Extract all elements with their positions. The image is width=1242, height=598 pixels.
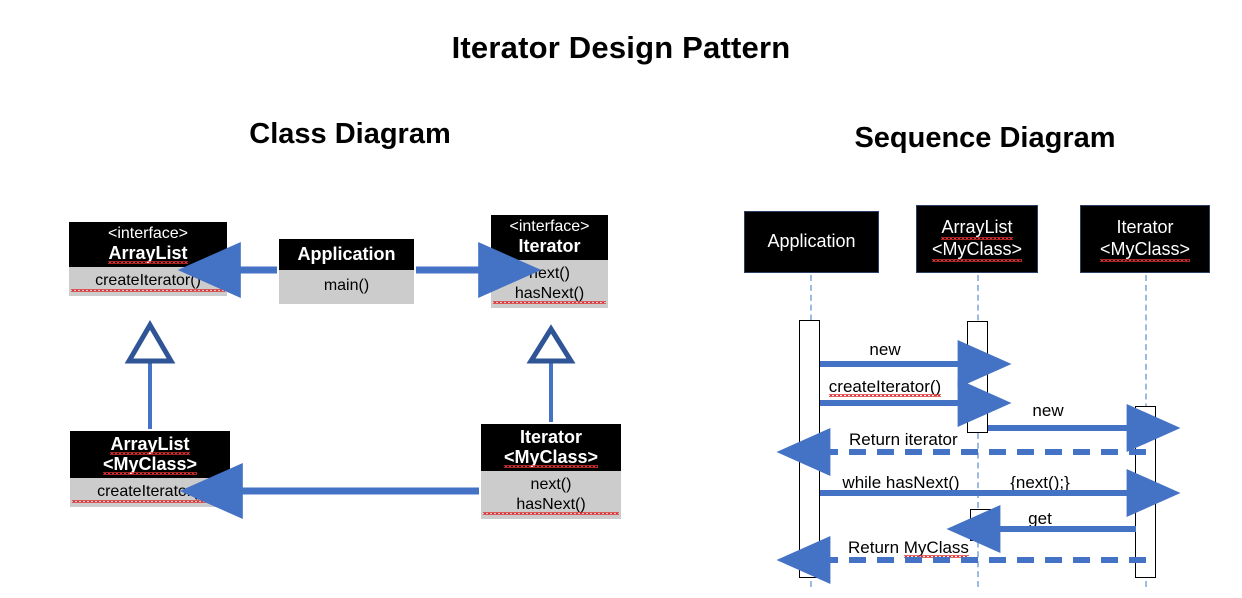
class-member: hasNext() (493, 284, 606, 304)
return-value: iterator (904, 430, 958, 449)
connector-arraylist-generalization (124, 320, 176, 429)
class-members: next() hasNext() (481, 471, 621, 520)
lifeline-type-param: <MyClass> (1099, 239, 1191, 262)
class-name: Application (297, 244, 396, 264)
class-box-arraylist-interface[interactable]: <interface> ArrayList createIterator() (69, 222, 227, 296)
class-header: <interface> Iterator (491, 215, 608, 261)
lifeline-head-arraylist[interactable]: ArrayList <MyClass> (916, 205, 1038, 273)
activation-application (799, 320, 820, 578)
return-word: Return (849, 430, 901, 449)
class-member: createIterator() (72, 482, 228, 503)
class-member: createIterator() (71, 271, 225, 292)
lifeline-head-application[interactable]: Application (744, 211, 879, 273)
class-name: Iterator (519, 427, 582, 447)
class-member: next() (530, 476, 572, 494)
lifeline-name: ArrayList (941, 217, 1013, 240)
message-label-return-iterator: Return iterator (849, 430, 958, 449)
class-header: Application (279, 239, 414, 271)
message-label-while-hasnext: while hasNext() (842, 473, 960, 494)
class-header: Iterator <MyClass> (481, 424, 621, 472)
message-label-next-fragment: {next();} (1010, 473, 1070, 492)
class-header: ArrayList <MyClass> (70, 431, 230, 479)
lifeline-name: Application (767, 231, 856, 252)
class-type-param: <MyClass> (102, 454, 198, 476)
message-label-get: get (1028, 509, 1052, 528)
lifeline-head-iterator[interactable]: Iterator <MyClass> (1080, 205, 1210, 273)
class-type-param: <MyClass> (503, 447, 599, 469)
class-member: next() (529, 265, 570, 283)
class-diagram-heading: Class Diagram (249, 118, 451, 150)
class-name: ArrayList (110, 434, 190, 456)
class-members: createIterator() (70, 478, 230, 507)
class-box-application[interactable]: Application main() (279, 239, 414, 304)
class-members: createIterator() (69, 267, 227, 296)
message-label-return-myclass: Return MyClass (848, 538, 970, 559)
lifeline-type-param: <MyClass> (931, 239, 1023, 262)
class-members: next() hasNext() (491, 260, 608, 309)
class-members: main() (279, 270, 414, 304)
class-box-iterator-interface[interactable]: <interface> Iterator next() hasNext() (491, 215, 608, 309)
return-word: Return (848, 538, 900, 557)
class-box-arraylist-myclass[interactable]: ArrayList <MyClass> createIterator() (70, 431, 230, 507)
activation-arraylist-create (967, 321, 988, 433)
message-label-create-iterator: createIterator() (828, 377, 942, 398)
message-label-new-arraylist: new (869, 340, 901, 359)
connector-iterator-generalization (526, 324, 576, 422)
class-box-iterator-myclass[interactable]: Iterator <MyClass> next() hasNext() (481, 424, 621, 520)
activation-arraylist-get (970, 509, 991, 541)
sequence-diagram-heading: Sequence Diagram (854, 122, 1116, 154)
class-member: hasNext() (483, 495, 619, 515)
return-value: MyClass (903, 538, 970, 559)
class-header: <interface> ArrayList (69, 222, 227, 268)
activation-iterator (1135, 406, 1156, 578)
class-name: ArrayList (108, 242, 188, 265)
class-name: Iterator (518, 235, 581, 256)
class-stereotype: <interface> (509, 218, 590, 235)
class-stereotype: <interface> (107, 225, 189, 242)
message-label-new-iterator: new (1032, 401, 1064, 420)
page-title: Iterator Design Pattern (451, 30, 791, 65)
class-member: main() (323, 277, 370, 295)
lifeline-name: Iterator (1116, 217, 1174, 238)
